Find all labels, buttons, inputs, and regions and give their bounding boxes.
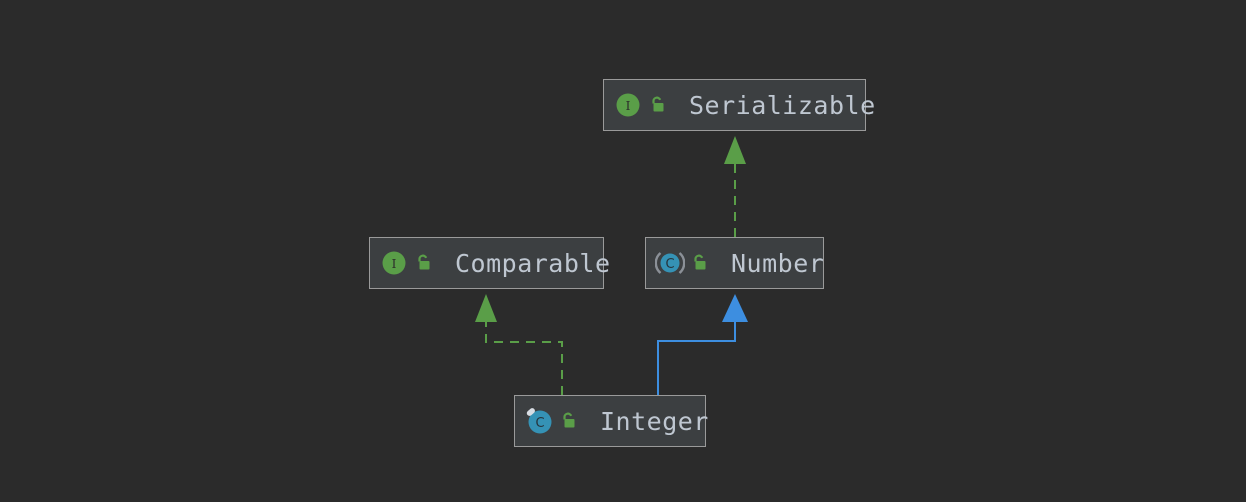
abstract-class-icon: C	[655, 252, 685, 274]
unlocked-padlock-icon	[418, 254, 430, 270]
svg-text:I: I	[626, 99, 631, 113]
class-node-number[interactable]: C Number	[645, 237, 824, 289]
unlocked-padlock-icon	[694, 254, 706, 270]
interface-icon: I	[382, 251, 406, 275]
edge-integer-to-number	[657, 294, 748, 395]
edge-integer-to-comparable	[475, 294, 563, 395]
interface-icon: I	[616, 93, 640, 117]
node-icons: I	[379, 248, 433, 278]
class-node-comparable[interactable]: I Comparable	[369, 237, 610, 289]
node-label: Number	[731, 248, 825, 278]
class-node-serializable[interactable]: I Serializable	[603, 79, 875, 131]
node-label: Integer	[600, 406, 709, 436]
unlocked-padlock-icon	[563, 412, 575, 428]
unlocked-padlock-icon	[652, 96, 664, 112]
node-label: Serializable	[689, 90, 876, 120]
svg-text:C: C	[665, 257, 674, 272]
svg-text:C: C	[535, 416, 544, 431]
node-icons: I	[613, 90, 667, 120]
node-icons: C	[524, 406, 578, 436]
node-icons: C	[655, 248, 709, 278]
edge-number-to-serializable	[724, 136, 746, 237]
node-label: Comparable	[455, 248, 611, 278]
svg-text:I: I	[392, 257, 397, 271]
final-class-icon: C	[526, 408, 552, 434]
class-node-integer[interactable]: C Integer	[514, 395, 709, 447]
